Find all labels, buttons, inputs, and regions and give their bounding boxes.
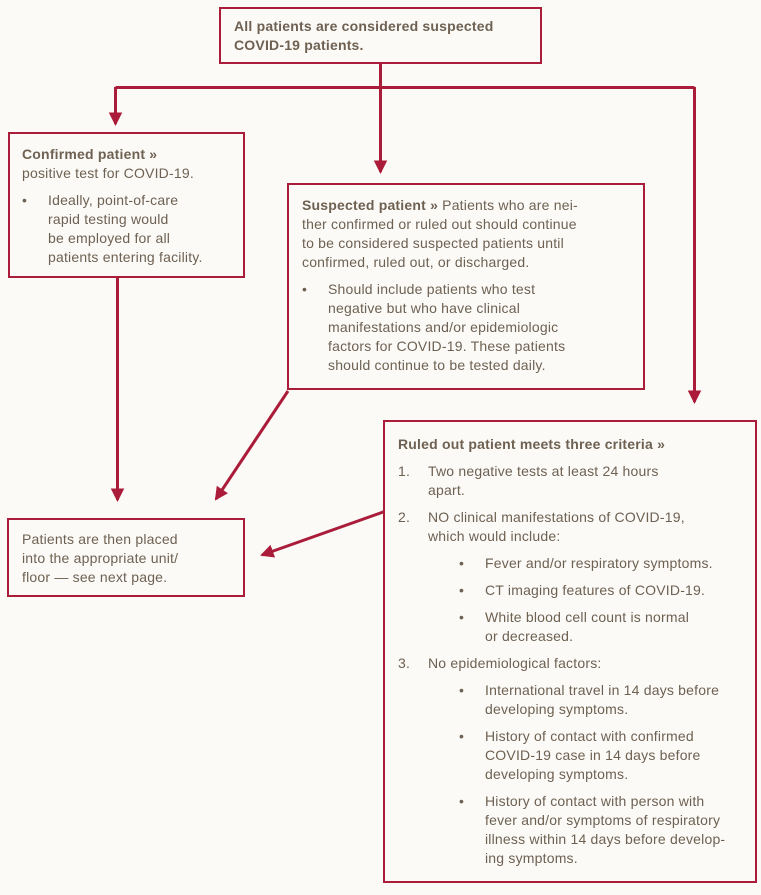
placement-text: Patients are then placed into the approp… [22, 531, 179, 585]
suspected-intro-text: Patients who are nei- ther confirmed or … [302, 197, 578, 270]
criteria-item-1: 1. Two negative tests at least 24 hours … [398, 462, 742, 500]
criteria-item-3-text: No epidemiological factors: [428, 655, 602, 671]
criteria-2-sub-text: CT imaging features of COVID-19. [485, 582, 706, 598]
flow-node-all-patients: All patients are considered suspected CO… [219, 7, 542, 64]
bullet-icon: • [459, 582, 465, 598]
connector-branch-line [115, 64, 695, 89]
confirmed-title: Confirmed patient » [22, 146, 158, 162]
suspected-bullet-text: Should include patients who test negativ… [328, 281, 566, 373]
flow-node-confirmed-patient: Confirmed patient » positive test for COV… [8, 132, 245, 278]
criteria-3-sub-item: • History of contact with person with fe… [459, 792, 742, 868]
criteria-3-sub-text: International travel in 14 days before d… [485, 682, 720, 717]
bullet-icon: • [22, 192, 28, 208]
criteria-item-2-text: NO clinical manifestations of COVID-19, … [428, 509, 685, 544]
confirmed-bullet-text: Ideally, point-of-care rapid testing wou… [48, 192, 203, 265]
list-number: 1. [398, 463, 411, 479]
criteria-2-sub-item: • White blood cell count is normal or de… [459, 608, 742, 646]
list-number: 2. [398, 509, 411, 525]
bullet-icon: • [459, 793, 465, 809]
criteria-3-sub-item: • History of contact with confirmed COVI… [459, 727, 742, 784]
confirmed-bullet-item: • Ideally, point-of-care rapid testing w… [22, 191, 231, 267]
bullet-icon: • [459, 728, 465, 744]
bullet-icon: • [302, 281, 308, 297]
criteria-2-sub-text: Fever and/or respiratory symptoms. [485, 555, 713, 571]
confirmed-subtitle: positive test for COVID-19. [22, 165, 194, 181]
criteria-2-sub-item: • Fever and/or respiratory symptoms. [459, 554, 742, 573]
bullet-icon: • [459, 682, 465, 698]
ruled-out-title: Ruled out patient meets three criteria » [398, 436, 666, 452]
list-number: 3. [398, 655, 411, 671]
all-patients-text: All patients are considered suspected CO… [234, 18, 494, 53]
criteria-item-1-text: Two negative tests at least 24 hours apa… [428, 463, 659, 498]
flow-node-placement: Patients are then placed into the approp… [7, 518, 245, 597]
criteria-2-sub-text: White blood cell count is normal or decr… [485, 609, 690, 644]
confirmed-heading: Confirmed patient » positive test for COV… [22, 145, 231, 183]
criteria-3-sub-text: History of contact with person with feve… [485, 793, 726, 866]
suspected-bullet-item: • Should include patients who test negat… [302, 280, 630, 375]
criteria-3-sub-text: History of contact with confirmed COVID-… [485, 728, 701, 782]
flow-node-ruled-out-patient: Ruled out patient meets three criteria »… [383, 420, 757, 883]
flow-node-suspected-patient: Suspected patient » Patients who are nei… [287, 183, 645, 390]
suspected-intro: Suspected patient » Patients who are nei… [302, 196, 630, 272]
bullet-icon: • [459, 609, 465, 625]
criteria-item-3: 3. No epidemiological factors: [398, 654, 742, 673]
ruled-out-heading: Ruled out patient meets three criteria » [398, 435, 742, 454]
criteria-2-sub-item: • CT imaging features of COVID-19. [459, 581, 742, 600]
suspected-title: Suspected patient » [302, 197, 439, 213]
arrow-ruled-out-to-placement [260, 509, 387, 558]
criteria-item-2: 2. NO clinical manifestations of COVID-1… [398, 508, 742, 546]
criteria-3-sub-item: • International travel in 14 days before… [459, 681, 742, 719]
bullet-icon: • [459, 555, 465, 571]
arrow-suspected-to-placement [214, 390, 290, 501]
